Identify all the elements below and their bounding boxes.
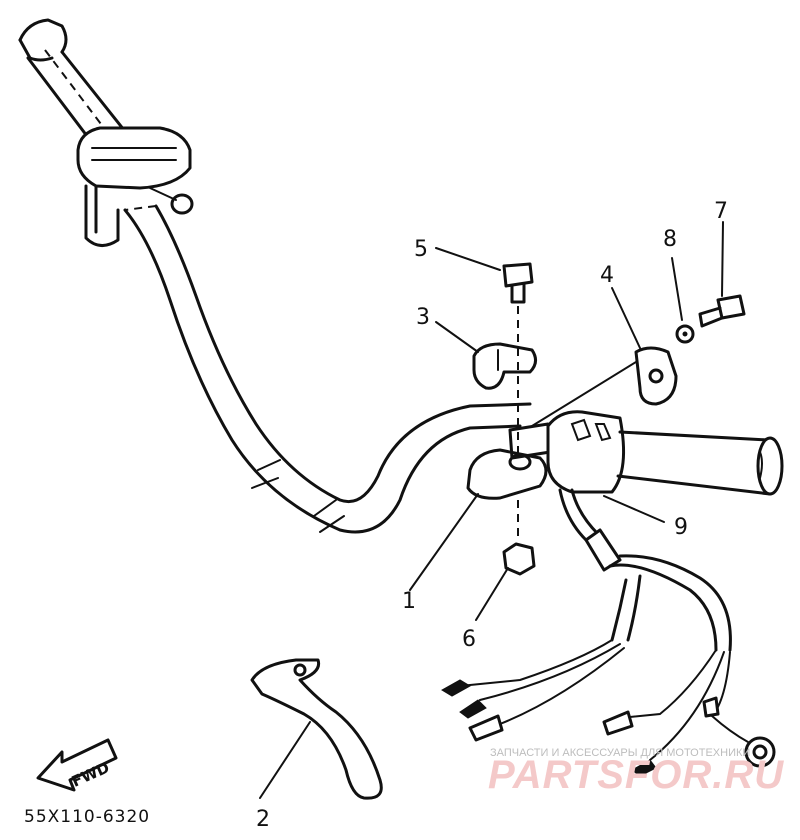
callout-9: 9: [674, 515, 688, 540]
bracket-bolt: [698, 294, 746, 328]
lever-holder: [466, 422, 552, 500]
bracket-clamp: [472, 342, 537, 390]
throttle-grip: [18, 18, 126, 142]
callout-6: 6: [462, 627, 476, 652]
handlebar-tube: [123, 204, 532, 534]
callout-7: 7: [714, 199, 728, 224]
part-code: 55X110-6320: [24, 807, 150, 827]
callout-1: 1: [402, 589, 416, 614]
callout-2: 2: [256, 807, 270, 832]
watermark-caption: ЗАПЧАСТИ И АКСЕССУАРЫ ДЛЯ МОТОТЕХНИКИ: [490, 747, 750, 759]
handlebar-switch: [546, 410, 626, 494]
left-grip: [616, 430, 784, 496]
callout-8: 8: [663, 227, 677, 252]
leader-lines: [259, 221, 724, 799]
switch-bracket: [531, 346, 678, 427]
callouts: 1 2 3 4 5 6 7 8 9: [256, 199, 728, 832]
throttle-housing: [76, 126, 194, 247]
wiring-harness: [441, 488, 776, 777]
forward-direction-arrow: FWD: [36, 738, 118, 792]
lock-washer: [675, 324, 695, 344]
callout-3: 3: [416, 305, 430, 330]
hex-nut: [502, 500, 536, 576]
screw-bolt: [502, 262, 534, 304]
callout-5: 5: [414, 237, 428, 262]
watermark-brand: PARTSFOR.RU: [488, 753, 784, 797]
callout-4: 4: [600, 263, 614, 288]
clutch-lever: [250, 658, 383, 800]
